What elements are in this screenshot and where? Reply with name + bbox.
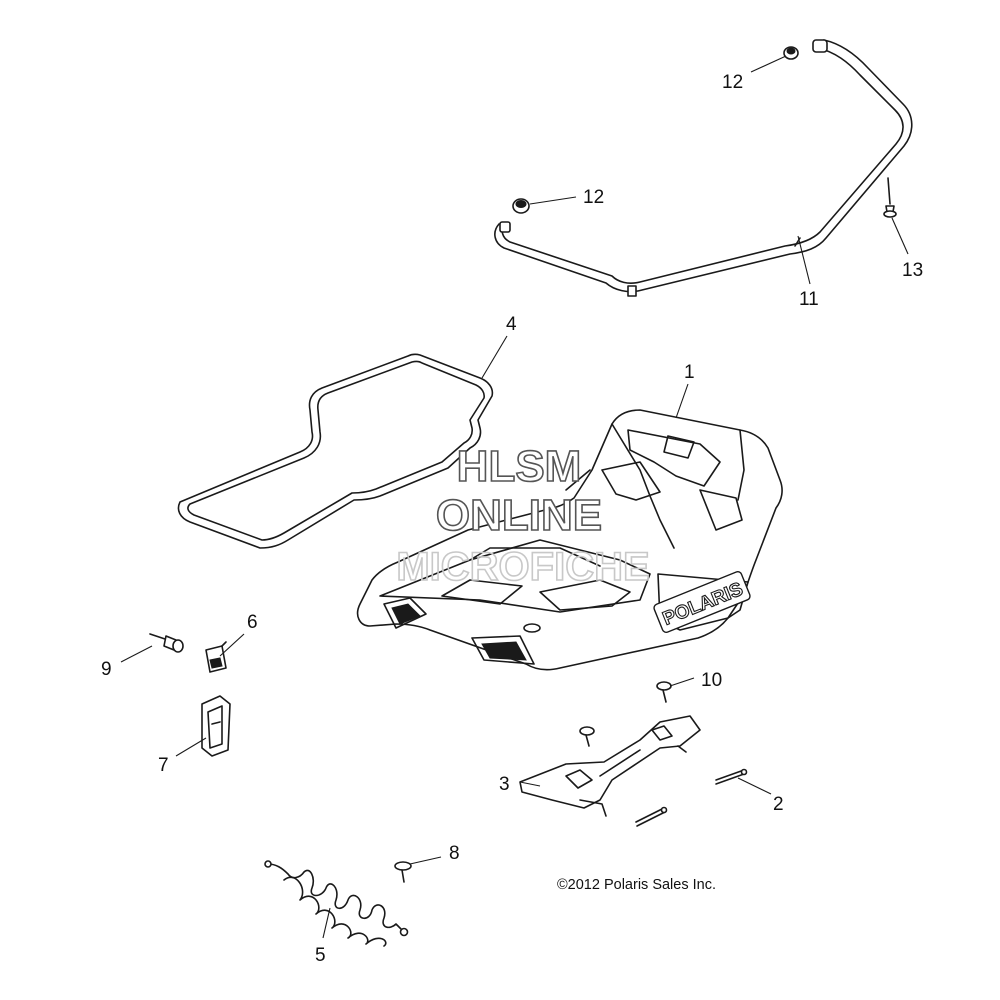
part-2-pin-a (715, 768, 748, 785)
copyright-notice: ©2012 Polaris Sales Inc. (557, 877, 716, 893)
part-10-screw-b (579, 726, 595, 747)
part-11-rack-rail (494, 39, 913, 297)
callout-9: 9 (101, 659, 112, 680)
watermark-line-1: HLSM (457, 442, 582, 491)
part-10-screw-a (656, 681, 672, 703)
callout-4: 4 (506, 314, 517, 335)
callout-7: 7 (158, 755, 169, 776)
part-12-cap-upper (783, 46, 799, 60)
part-3-bracket (519, 715, 701, 817)
callout-11: 11 (799, 289, 819, 310)
part-13-screw (883, 177, 897, 218)
callout-5: 5 (315, 945, 326, 966)
part-6-clip (205, 641, 227, 673)
callout-8: 8 (449, 843, 460, 864)
part-2-pin-b (635, 806, 668, 827)
watermark-line-3: MICROFICHE (396, 545, 649, 589)
callout-12-upper: 12 (722, 72, 743, 93)
part-8-screw (394, 861, 412, 883)
part-4-seal (177, 353, 494, 549)
leader-lines (120, 55, 909, 939)
callout-6: 6 (247, 612, 258, 633)
callout-3: 3 (499, 774, 510, 795)
callout-10: 10 (701, 670, 722, 691)
callout-13: 13 (902, 260, 923, 281)
part-12-cap-lower (512, 198, 530, 214)
part-9-rivet (149, 633, 184, 653)
part-7-latch (201, 695, 231, 757)
callout-1: 1 (684, 362, 695, 383)
watermark: HLSM ONLINE MICROFICHE (396, 441, 651, 590)
watermark-line-2: ONLINE (436, 491, 602, 540)
callouts: 1 2 3 4 5 6 7 8 9 10 11 12 12 13 (101, 72, 923, 966)
callout-12-lower: 12 (583, 187, 604, 208)
part-5-spring-cord (264, 860, 409, 947)
callout-2: 2 (773, 794, 784, 815)
